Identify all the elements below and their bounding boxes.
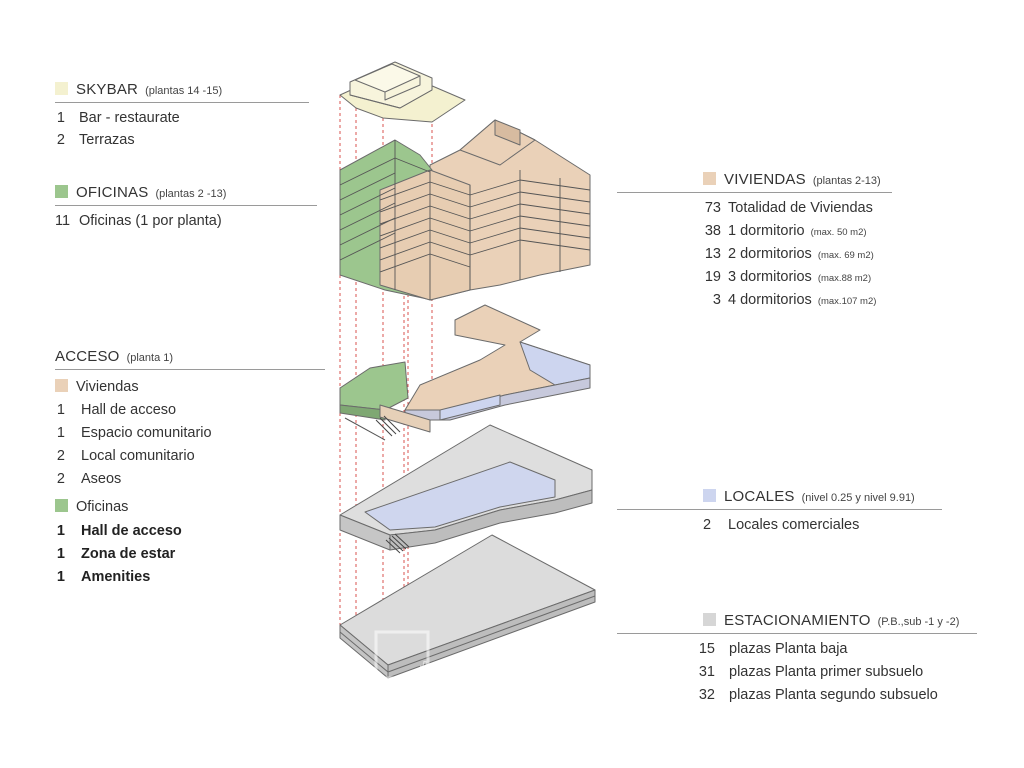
list-item: 2 Aseos (56, 471, 122, 487)
oficinas-title: OFICINAS (76, 184, 149, 201)
list-item: 2 Local comunitario (56, 448, 195, 464)
viviendas-title: VIVIENDAS (724, 171, 806, 188)
level-locales (339, 424, 593, 554)
level-tower (339, 119, 591, 301)
viviendas-subtitle: (plantas 2-13) (812, 175, 881, 187)
list-item: 3 4 dormitorios (max.107 m2) (712, 292, 877, 308)
locales-rule (617, 509, 942, 510)
acceso-title: ACCESO (55, 348, 120, 365)
locales-legend: LOCALES (nivel 0.25 y nivel 9.91) 2 Loca… (617, 488, 942, 540)
acceso-legend: ACCESO (planta 1) Viviendas 1 Hall de ac… (55, 348, 325, 592)
level-acceso (339, 304, 591, 441)
estacionamiento-swatch (703, 613, 716, 626)
oficinas-rule (55, 205, 317, 206)
oficinas-swatch (55, 185, 68, 198)
watermark-text: tesouro (420, 653, 547, 695)
skybar-header: SKYBAR (plantas 14 -15) (55, 81, 309, 98)
list-item: 11 Oficinas (1 por planta) (55, 213, 222, 229)
list-item: 1 Amenities (56, 569, 151, 585)
list-item: 31 plazas Planta primer subsuelo (698, 664, 924, 680)
estacionamiento-header: ESTACIONAMIENTO (P.B.,sub -1 y -2) (617, 612, 977, 629)
viviendas-swatch-small (55, 379, 68, 392)
list-item: 1 Bar - restaurate (56, 110, 180, 126)
list-item: 73 Totalidad de Viviendas (704, 200, 873, 216)
list-item: 32 plazas Planta segundo subsuelo (698, 687, 938, 703)
list-item: 1 Espacio comunitario (56, 425, 212, 441)
locales-title: LOCALES (724, 488, 795, 505)
list-item: 2 Terrazas (56, 132, 135, 148)
skybar-rule (55, 102, 309, 103)
list-item: 38 1 dormitorio (max. 50 m2) (704, 223, 867, 239)
estacionamiento-rule (617, 633, 977, 634)
skybar-subtitle: (plantas 14 -15) (145, 85, 223, 97)
skybar-title: SKYBAR (76, 81, 139, 98)
list-item: 1 Hall de acceso (56, 402, 177, 418)
locales-swatch (703, 489, 716, 502)
locales-header: LOCALES (nivel 0.25 y nivel 9.91) (617, 488, 942, 505)
locales-subtitle: (nivel 0.25 y nivel 9.91) (801, 492, 915, 504)
viviendas-swatch (703, 172, 716, 185)
list-item: 13 2 dormitorios (max. 69 m2) (704, 246, 874, 262)
list-item: 15 plazas Planta baja (698, 641, 848, 657)
oficinas-swatch-small (55, 499, 68, 512)
acceso-header: ACCESO (planta 1) (55, 348, 325, 365)
list-item: 1 Hall de acceso (56, 523, 182, 539)
skybar-legend: SKYBAR (plantas 14 -15) 1 Bar - restaura… (55, 81, 309, 154)
acceso-subtitle: (planta 1) (126, 352, 174, 364)
viviendas-header: VIVIENDAS (plantas 2-13) (617, 171, 892, 188)
viviendas-rule (617, 192, 892, 193)
estacionamiento-legend: ESTACIONAMIENTO (P.B.,sub -1 y -2) 15 pl… (617, 612, 977, 710)
list-item: 1 Zona de estar (56, 546, 176, 562)
estacionamiento-subtitle: (P.B.,sub -1 y -2) (877, 616, 960, 628)
oficinas-legend: OFICINAS (plantas 2 -13) 11 Oficinas (1 … (55, 184, 317, 235)
skybar-swatch (55, 82, 68, 95)
list-item: 19 3 dormitorios (max.88 m2) (704, 269, 872, 285)
acceso-oficinas-subheader: Oficinas (55, 498, 325, 523)
level-skybar (339, 61, 466, 123)
viviendas-legend: VIVIENDAS (plantas 2-13) 73 Totalidad de… (617, 171, 892, 315)
estacionamiento-title: ESTACIONAMIENTO (724, 612, 871, 629)
acceso-viviendas-subheader: Viviendas (55, 378, 325, 402)
watermark-logo: tesouro (374, 630, 547, 696)
acceso-rule (55, 369, 325, 370)
oficinas-subtitle: (plantas 2 -13) (155, 188, 227, 200)
list-item: 2 Locales comerciales (703, 517, 860, 533)
oficinas-header: OFICINAS (plantas 2 -13) (55, 184, 317, 201)
